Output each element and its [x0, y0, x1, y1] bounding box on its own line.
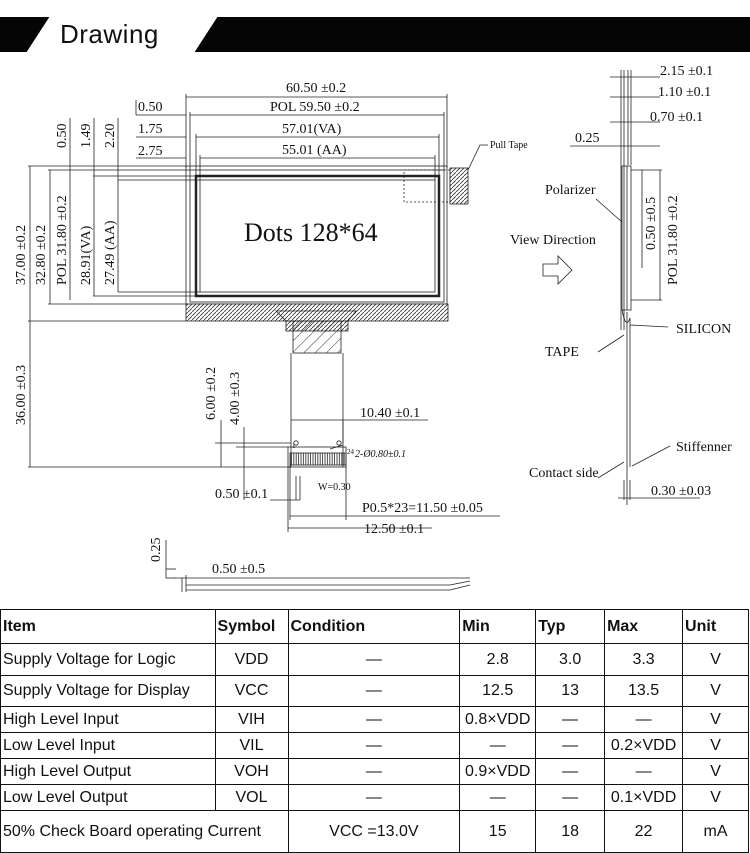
svg-text:28.91(VA): 28.91(VA) — [79, 225, 94, 285]
svg-text:Stiffenner: Stiffenner — [676, 440, 732, 455]
svg-text:View Direction: View Direction — [510, 233, 596, 248]
panel-hatch-bottom — [185, 303, 449, 322]
pull-tape — [449, 167, 469, 205]
svg-text:37.00 ±0.2: 37.00 ±0.2 — [14, 225, 29, 285]
svg-text:10.40 ±0.1: 10.40 ±0.1 — [360, 406, 420, 421]
svg-text:Contact side: Contact side — [529, 466, 599, 481]
svg-text:2.75: 2.75 — [138, 144, 163, 159]
table-row: Low Level Output VOL — — — 0.1×VDD V — [0, 784, 749, 811]
table-row: Low Level Input VIL — — — 0.2×VDD V — [0, 732, 749, 759]
table-row: Supply Voltage for Logic VDD — 2.8 3.0 3… — [0, 643, 749, 676]
spec-table-header: Item Symbol Condition Min Typ Max Unit — [0, 609, 749, 644]
polarizer-outline — [189, 169, 445, 303]
svg-text:POL 31.80 ±0.2: POL 31.80 ±0.2 — [55, 195, 70, 285]
table-row: High Level Output VOH — 0.9×VDD — — V — [0, 758, 749, 785]
svg-text:0.25: 0.25 — [149, 538, 164, 563]
svg-text:4.00 ±0.3: 4.00 ±0.3 — [228, 372, 243, 425]
table-row: Supply Voltage for Display VCC — 12.5 13… — [0, 675, 749, 707]
spec-table: Item Symbol Condition Min Typ Max Unit S… — [0, 609, 749, 853]
svg-text:0.50 ±0.1: 0.50 ±0.1 — [215, 487, 268, 502]
aa-outline — [199, 179, 436, 293]
svg-text:0.50: 0.50 — [138, 100, 163, 115]
svg-text:0.50: 0.50 — [55, 124, 70, 149]
svg-text:P0.5*23=11.50 ±0.05: P0.5*23=11.50 ±0.05 — [362, 501, 483, 516]
display-dots-text: Dots 128*64 — [244, 218, 378, 247]
svg-text:36.00 ±0.3: 36.00 ±0.3 — [14, 365, 29, 425]
table-row: High Level Input VIH — 0.8×VDD — — V — [0, 706, 749, 733]
svg-text:2.20: 2.20 — [103, 124, 118, 149]
fpc-neck — [275, 310, 357, 322]
svg-text:0.50 ±0.5: 0.50 ±0.5 — [644, 197, 659, 250]
col-min: Min — [459, 609, 537, 644]
svg-text:2.15 ±0.1: 2.15 ±0.1 — [660, 64, 713, 79]
view-arrow — [542, 255, 573, 285]
svg-text:2-Ø0.80±0.1: 2-Ø0.80±0.1 — [355, 449, 406, 460]
svg-text:Pull Tape: Pull Tape — [490, 140, 528, 151]
col-symbol: Symbol — [214, 609, 289, 644]
svg-text:POL 31.80 ±0.2: POL 31.80 ±0.2 — [666, 195, 681, 285]
va-outline — [194, 174, 441, 298]
side-panel — [621, 165, 632, 311]
svg-text:27.49 (AA): 27.49 (AA) — [103, 220, 118, 285]
svg-text:12.50 ±0.1: 12.50 ±0.1 — [364, 522, 424, 537]
col-condition: Condition — [287, 609, 461, 644]
technical-drawing: Dots 128*64 60.50 ±0.2 POL 59.50 ±0.2 57… — [14, 64, 732, 592]
col-unit: Unit — [682, 609, 749, 644]
col-max: Max — [604, 609, 684, 644]
svg-text:60.50 ±0.2: 60.50 ±0.2 — [286, 81, 346, 96]
svg-text:0.50 ±0.5: 0.50 ±0.5 — [212, 562, 265, 577]
svg-text:24: 24 — [347, 448, 355, 456]
svg-text:SILICON: SILICON — [676, 322, 731, 337]
svg-text:TAPE: TAPE — [545, 345, 579, 360]
col-item: Item — [0, 609, 216, 644]
svg-text:1.49: 1.49 — [79, 124, 94, 149]
svg-text:55.01 (AA): 55.01 (AA) — [282, 143, 347, 158]
svg-text:Polarizer: Polarizer — [545, 183, 596, 198]
table-row: 50% Check Board operating Current VCC =1… — [0, 810, 749, 853]
svg-text:6.00 ±0.2: 6.00 ±0.2 — [204, 367, 219, 420]
fpc-stiffener — [292, 320, 342, 354]
svg-text:57.01(VA): 57.01(VA) — [282, 122, 342, 137]
svg-text:1.10 ±0.1: 1.10 ±0.1 — [658, 85, 711, 100]
svg-text:32.80 ±0.2: 32.80 ±0.2 — [34, 225, 49, 285]
svg-text:1: 1 — [292, 442, 296, 450]
page-title: Drawing — [60, 19, 159, 49]
col-typ: Typ — [535, 609, 606, 644]
svg-text:0.25: 0.25 — [575, 131, 600, 146]
svg-text:POL 59.50 ±0.2: POL 59.50 ±0.2 — [270, 100, 360, 115]
svg-text:W=0.30: W=0.30 — [318, 482, 351, 493]
svg-text:1.75: 1.75 — [138, 122, 163, 137]
svg-text:0.30 ±0.03: 0.30 ±0.03 — [651, 484, 711, 499]
svg-text:0.70 ±0.1: 0.70 ±0.1 — [650, 110, 703, 125]
